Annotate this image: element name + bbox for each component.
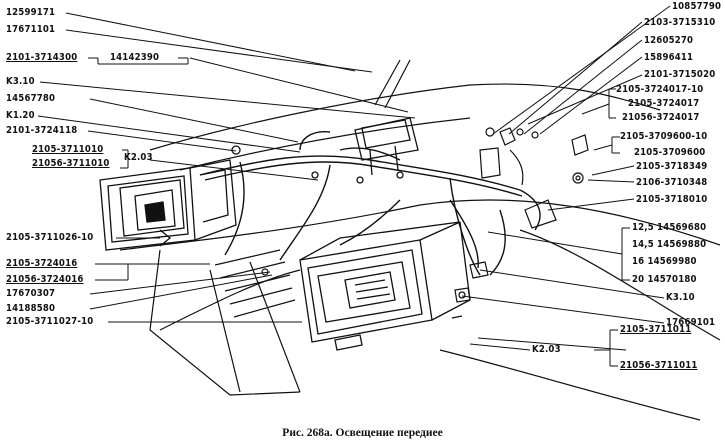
label-row-14-5: 14,5 14569880 xyxy=(632,239,707,250)
label-12599171: 12599171 xyxy=(6,7,56,18)
label-k3-10-right: K3.10 xyxy=(666,292,695,303)
label-15896411: 15896411 xyxy=(644,52,694,63)
label-2105-3709600-10: 2105-3709600-10 xyxy=(620,131,708,142)
label-12605270: 12605270 xyxy=(644,35,694,46)
label-2103-3715310: 2103-3715310 xyxy=(644,17,716,28)
label-k3-10-left: K3.10 xyxy=(6,76,35,87)
label-17670307: 17670307 xyxy=(6,288,56,299)
label-k2-03-right: K2.03 xyxy=(532,344,561,355)
leader-lines-right xyxy=(461,5,671,367)
label-2105-3724016: 2105-3724016 xyxy=(6,258,78,269)
figure-caption: Рис. 268а. Освещение передиее xyxy=(282,427,443,439)
label-17669101: 17669101 xyxy=(666,317,716,328)
leader-lines-left xyxy=(37,12,416,323)
label-14567780: 14567780 xyxy=(6,93,56,104)
label-21056-3724017: 21056-3724017 xyxy=(622,112,700,123)
label-2105-3724017: 2105-3724017 xyxy=(628,98,700,109)
label-14142390: 14142390 xyxy=(110,52,160,63)
label-21056-3711010: 21056-3711010 xyxy=(32,158,110,169)
label-2105-3711027-10: 2105-3711027-10 xyxy=(6,316,94,327)
label-2101-3724118: 2101-3724118 xyxy=(6,125,78,136)
label-2101-3715020: 2101-3715020 xyxy=(644,69,716,80)
right-side-components xyxy=(261,127,589,319)
label-21056-3724016: 21056-3724016 xyxy=(6,274,84,285)
left-headlight xyxy=(99,145,319,251)
label-2106-3710348: 2106-3710348 xyxy=(636,177,708,188)
label-17671101: 17671101 xyxy=(6,24,56,35)
right-headlight xyxy=(299,221,471,351)
label-2101-3714300: 2101-3714300 xyxy=(6,52,78,63)
label-2105-3709600: 2105-3709600 xyxy=(634,147,706,158)
label-k2-03-left: K2.03 xyxy=(124,152,153,163)
relay-block xyxy=(354,117,419,184)
label-row-16: 16 14569980 xyxy=(632,256,697,267)
label-k1-20: K1.20 xyxy=(6,110,35,121)
label-10857790: 10857790 xyxy=(672,1,722,12)
label-21056-3711011: 21056-3711011 xyxy=(620,360,698,371)
label-2105-3718349: 2105-3718349 xyxy=(636,161,708,172)
label-2105-3711026-10: 2105-3711026-10 xyxy=(6,232,94,243)
label-2105-3718010: 2105-3718010 xyxy=(636,194,708,205)
label-row-12-5: 12,5 14569680 xyxy=(632,222,707,233)
car-body xyxy=(119,59,721,421)
label-2105-3724017-10: 2105-3724017-10 xyxy=(616,84,704,95)
label-2105-3711011: 2105-3711011 xyxy=(620,324,692,335)
label-row-20: 20 14570180 xyxy=(632,274,697,285)
label-14188580: 14188580 xyxy=(6,303,56,314)
label-2105-3711010: 2105-3711010 xyxy=(32,144,104,155)
